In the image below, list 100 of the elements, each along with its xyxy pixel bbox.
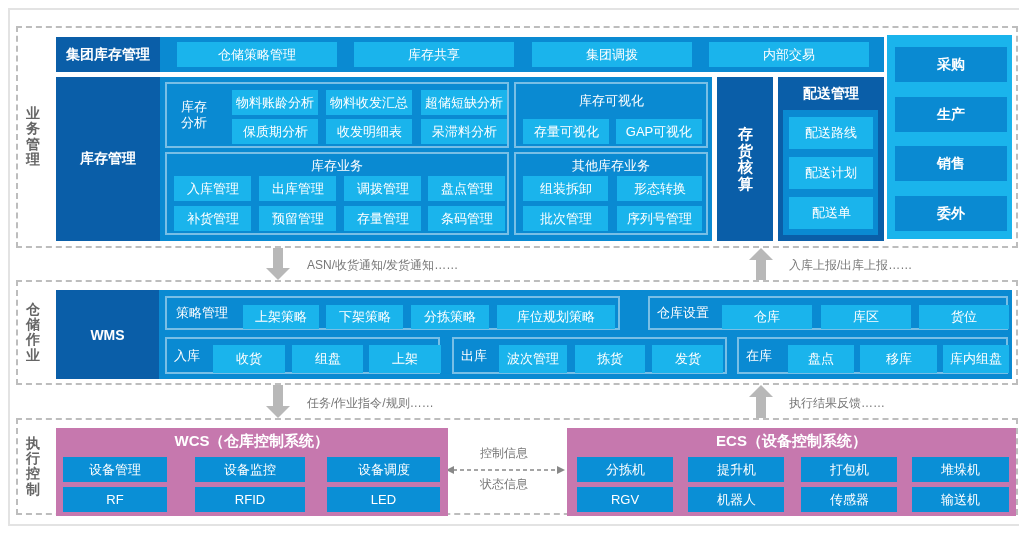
module-item: 盘点: [788, 345, 854, 373]
block-arrow: [266, 248, 290, 280]
group-title: 库存业务: [310, 157, 364, 175]
module-item: 移库: [860, 345, 937, 373]
module-item: 物料账龄分析: [232, 90, 318, 115]
module-item: 批次管理: [523, 206, 608, 231]
module-panel: [717, 77, 773, 241]
module-item: 库区: [821, 305, 911, 329]
module-item: 货位: [919, 305, 1009, 329]
module-item: GAP可视化: [616, 119, 702, 144]
module-item: 预留管理: [259, 206, 336, 231]
group-title: 仓库设置: [657, 304, 710, 322]
module-item: 提升机: [688, 457, 784, 482]
module-item: 传感器: [801, 487, 897, 512]
group-frame: [165, 296, 620, 330]
section-band: [16, 418, 1018, 515]
group-frame: [165, 152, 509, 235]
section-label: 仓储作业: [26, 301, 40, 364]
module-item: 堆垛机: [912, 457, 1009, 482]
group-title: 出库: [461, 347, 488, 364]
group-title: 其他库存业务: [571, 157, 651, 175]
module-item: 采购: [895, 47, 1007, 82]
group-title: 策略管理: [176, 304, 229, 322]
module-item: 入库管理: [174, 176, 251, 201]
section-label: 执行控制: [26, 435, 40, 498]
module-item: 上架策略: [243, 305, 319, 329]
module-item: 存量可视化: [523, 119, 609, 144]
module-item: 库位规划策略: [497, 305, 615, 329]
module-item: RGV: [577, 487, 673, 512]
module-item: 打包机: [801, 457, 897, 482]
group-frame: [737, 337, 1008, 374]
group-title: 入库: [174, 347, 201, 364]
module-item: 组盘: [292, 345, 363, 373]
module-item: 仓储策略管理: [177, 42, 337, 67]
section-band: [16, 280, 1018, 385]
module-item: 库内组盘: [943, 345, 1009, 373]
module-item: 分拣策略: [411, 305, 489, 329]
group-frame: [514, 152, 708, 235]
module-item: 销售: [895, 146, 1007, 181]
system-title: ECS（设备控制系统）: [715, 432, 868, 451]
module-item: 机器人: [688, 487, 784, 512]
flow-label: 状态信息: [478, 476, 530, 493]
module-item: 设备管理: [63, 457, 167, 482]
module-item: 超储短缺分析: [421, 90, 507, 115]
module-item: 出库管理: [259, 176, 336, 201]
module-item: 调拨管理: [344, 176, 421, 201]
module-item: 仓库: [722, 305, 812, 329]
module-item: 分拣机: [577, 457, 673, 482]
system-panel: [56, 428, 448, 516]
section-band: [16, 26, 1018, 248]
group-frame: [165, 337, 440, 374]
module-item: 集团调拨: [532, 42, 692, 67]
module-item: 盘点管理: [428, 176, 505, 201]
module-item: 内部交易: [709, 42, 869, 67]
module-panel: [56, 77, 712, 241]
group-frame: [648, 296, 1008, 330]
module-item: LED: [327, 487, 440, 512]
system-panel: [567, 428, 1016, 516]
module-item: 波次管理: [499, 345, 567, 373]
group-frame: [452, 337, 727, 374]
module-item: 输送机: [912, 487, 1009, 512]
module-item: 条码管理: [428, 206, 505, 231]
module-item: 设备监控: [195, 457, 305, 482]
module-item: 序列号管理: [617, 206, 702, 231]
module-item: 配送单: [789, 197, 873, 229]
module-item: 库存共享: [354, 42, 514, 67]
block-arrow: [749, 248, 773, 280]
module-item: 存量管理: [344, 206, 421, 231]
module-item: 收发明细表: [326, 119, 412, 144]
group-frame: [514, 82, 708, 148]
group-frame: [165, 82, 509, 148]
module-item: 补货管理: [174, 206, 251, 231]
edge-label: 执行结果反馈……: [787, 395, 887, 412]
module-item: 配送计划: [789, 157, 873, 189]
module-title: 存货核算: [737, 126, 753, 192]
module-title: WMS: [56, 290, 159, 379]
module-panel: [56, 37, 884, 72]
module-item: RF: [63, 487, 167, 512]
group-title: 在库: [746, 347, 773, 364]
module-item: 委外: [895, 196, 1007, 231]
module-panel: [778, 77, 884, 241]
edge-label: 控制信息: [478, 445, 530, 462]
block-arrow: [749, 385, 773, 418]
edge-label: 任务/作业指令/规则……: [305, 395, 436, 412]
group-title: 库存分析: [181, 98, 208, 132]
module-panel: [56, 290, 1012, 379]
module-item: 生产: [895, 97, 1007, 132]
module-item: 保质期分析: [232, 119, 318, 144]
module-item: 物料收发汇总: [326, 90, 412, 115]
module-item: 发货: [652, 345, 723, 373]
module-item: 配送路线: [789, 117, 873, 149]
module-item: 组装拆卸: [523, 176, 608, 201]
system-title: WCS（仓库控制系统）: [173, 432, 331, 451]
module-title: 集团库存管理: [56, 37, 160, 72]
module-item: 设备调度: [327, 457, 440, 482]
block-arrow: [266, 385, 290, 418]
section-label: 业务管理: [26, 106, 40, 168]
group-title: 库存可视化: [577, 92, 645, 110]
module-item: 形态转换: [617, 176, 702, 201]
module-item: 上架: [369, 345, 441, 373]
